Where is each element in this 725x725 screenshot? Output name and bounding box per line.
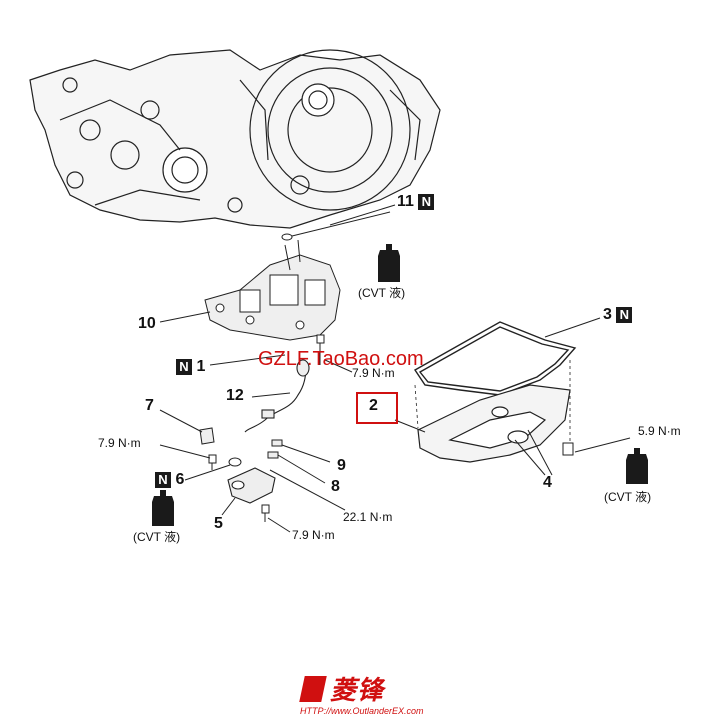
logo-text: 菱锋 [330,675,385,705]
callout-1: N 1 [176,358,205,376]
leader-torque-right [574,437,631,453]
callout-3: 3 N [603,306,633,324]
dash-guide-left [414,384,419,429]
drain-plug [562,442,574,456]
leader-8 [277,454,326,484]
fluid-label-top: (CVT 液) [358,286,406,300]
callout-12: 12 [226,387,244,404]
leader-torque-upper [324,359,353,373]
callout-11: 11 N [397,193,435,211]
callout-11-number: 11 [397,193,414,210]
callout-1-number: 1 [196,358,206,375]
bolt-7 [208,454,217,470]
torque-bottom: 7.9 N·m [292,528,335,542]
callout-11-badge: N [418,193,435,210]
callout-1-badge: N [176,358,192,375]
leader-11 [329,204,396,226]
callout-6-number: 6 [175,471,185,488]
fluid-bottle-left [152,490,174,526]
leader-4a [514,439,546,476]
watermark-text: GZLF.TaoBao.com [258,348,424,370]
valve-body [204,239,341,341]
callout-6-badge: N [155,471,171,488]
o-ring-6 [228,457,242,467]
oil-strainer [227,467,276,504]
leader-4b [527,429,553,476]
oil-pan [417,384,571,463]
oil-pan-gasket [413,321,577,396]
callout-4: 4 [543,474,552,491]
callout-3-number: 3 [603,306,612,323]
bracket-7 [199,427,215,445]
callout-9: 9 [337,457,346,474]
brand-logo: 菱锋 HTTP://www.OutlanderEX.com [299,668,430,718]
leader-5 [221,497,236,516]
leader-10 [159,311,211,323]
callout-2: 2 [369,397,378,414]
logo-mark [299,676,327,702]
torque-right: 5.9 N·m [638,424,681,438]
bolt-5 [261,504,270,522]
logo-url: HTTP://www.OutlanderEX.com [300,706,424,716]
fluid-label-right: (CVT 液) [604,490,652,504]
leader-2 [394,419,426,433]
gasket-11 [281,211,391,241]
torque-left: 7.9 N·m [98,436,141,450]
clamp-9 [267,439,283,459]
highlight-box-2 [356,392,398,424]
leader-torque-bottom [267,517,291,533]
leader-6 [184,464,231,481]
fluid-label-left: (CVT 液) [133,530,181,544]
valve-body-bolt [316,334,325,365]
leader-torque-mid [269,469,346,511]
torque-mid: 22.1 N·m [343,510,393,524]
leader-3 [544,317,601,338]
leader-9 [281,444,331,463]
callout-7: 7 [145,397,154,414]
wire-harness [244,359,310,433]
fluid-bottle-right [626,448,648,484]
fluid-bottle-top [378,244,400,282]
callout-10: 10 [138,315,156,332]
callout-5: 5 [214,515,223,532]
leader-1 [209,354,286,366]
transmission-housing [29,49,441,229]
leader-7 [159,409,203,433]
callout-6: N 6 [155,471,184,489]
callout-3-badge: N [616,306,633,323]
leader-12 [251,392,291,398]
leader-torque-left [159,444,211,459]
torque-upper: 7.9 N·m [352,366,395,380]
callout-8: 8 [331,478,340,495]
